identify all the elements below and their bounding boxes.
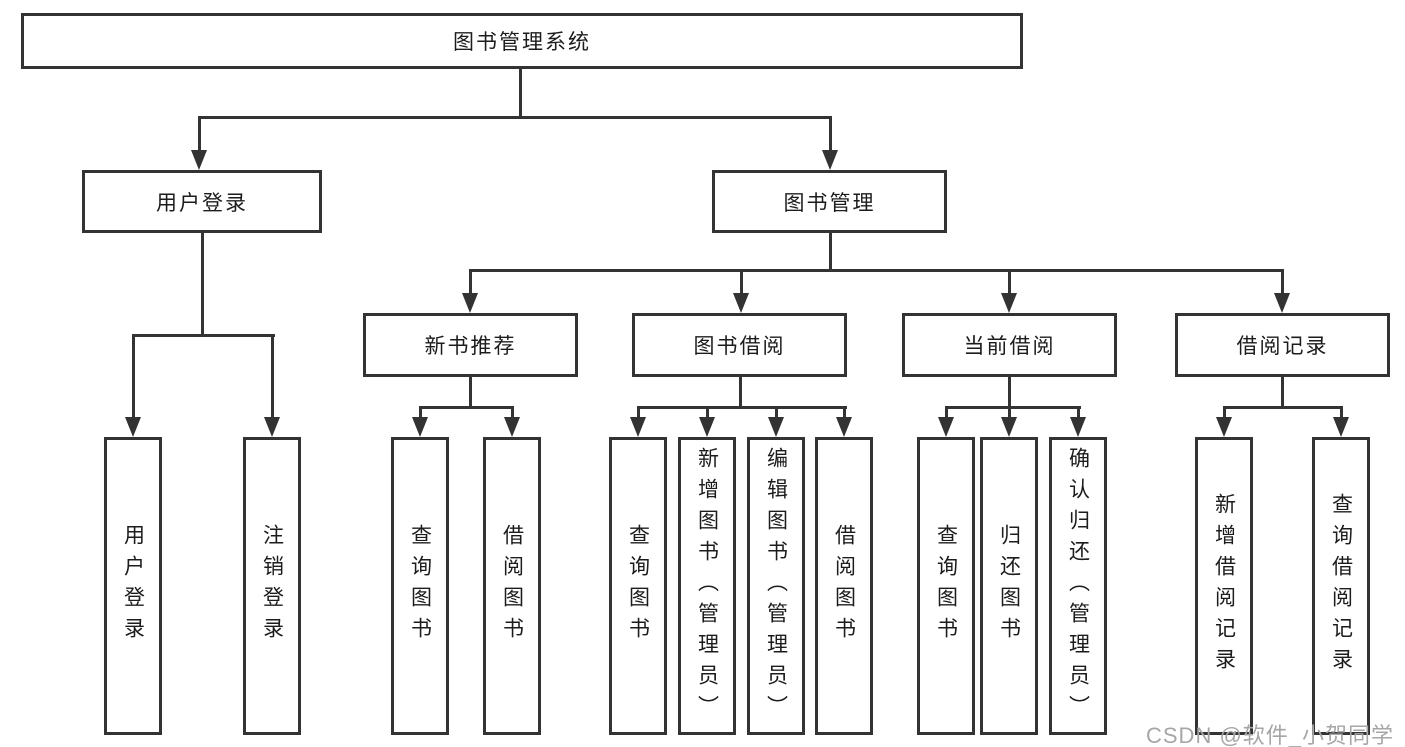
node-book-borrow-label: 图书借阅 [693,335,786,358]
arrowhead-book-management [822,150,838,170]
node-borrow-records-label: 借阅记录 [1236,335,1329,358]
node-user-login: 用户登录 [82,170,322,233]
node-current-borrow: 当前借阅 [902,313,1117,377]
node-new-book-recommend: 新书推荐 [363,313,578,377]
leaf-add-books-admin: 新增图书（管理员） [678,437,736,735]
connector-drop-confirm-return-admin [1076,407,1080,419]
arrowhead-user-login [191,150,207,170]
connector-borrow-records-bus [1222,405,1343,409]
node-root-label: 图书管理系统 [453,31,591,54]
leaf-borrow-books-label: 借阅图书 [832,524,856,648]
arrowhead-book-borrow [733,293,749,313]
connector-drop-book-borrow [739,270,743,295]
connector-drop-leaf-user-login [131,335,135,419]
leaf-query-books-recommend-label: 查询图书 [408,524,432,648]
leaf-borrow-books-recommend-label: 借阅图书 [500,524,524,648]
arrowhead-add-borrow-record [1216,417,1232,437]
connector-drop-user-login [197,117,201,154]
node-new-book-recommend-label: 新书推荐 [424,335,517,358]
connector-new-book-recommend-bus [418,405,514,409]
connector-drop-query-borrow-record [1339,407,1343,419]
leaf-user-login-label: 用户登录 [121,524,145,648]
leaf-query-borrow-record: 查询借阅记录 [1312,437,1370,735]
connector-root-stem [518,69,522,117]
leaf-query-books-recommend: 查询图书 [391,437,449,735]
connector-drop-edit-books-admin [774,407,778,419]
connector-current-borrow-stem [1007,377,1011,408]
leaf-return-books: 归还图书 [980,437,1038,735]
connector-borrow-records-stem [1280,377,1284,408]
arrowhead-query-borrow-record [1333,417,1349,437]
connector-drop-borrow-books [842,407,846,419]
connector-drop-current-borrow [1007,270,1011,295]
connector-book-borrow-stem [738,377,742,408]
connector-root-bus [197,115,832,119]
connector-drop-borrow-records [1280,270,1284,295]
leaf-confirm-return-admin-label: 确认归还（管理员） [1066,446,1090,726]
arrowhead-confirm-return-admin [1070,417,1086,437]
leaf-borrow-books-recommend: 借阅图书 [483,437,541,735]
node-user-login-label: 用户登录 [156,191,248,215]
leaf-return-books-label: 归还图书 [997,524,1021,648]
node-root: 图书管理系统 [21,13,1023,69]
connector-current-borrow-bus [944,405,1081,409]
node-borrow-records: 借阅记录 [1175,313,1390,377]
csdn-watermark: CSDN @软件_小贺同学 [1146,723,1395,747]
node-book-management: 图书管理 [712,170,947,233]
leaf-user-login: 用户登录 [104,437,162,735]
connector-drop-return-books [1007,407,1011,419]
connector-drop-query-books-recommend [418,407,422,419]
connector-book-management-stem [828,233,832,271]
leaf-query-books-current: 查询图书 [917,437,975,735]
connector-book-borrow-bus [636,405,847,409]
connector-drop-new-book-recommend [468,270,472,295]
arrowhead-leaf-user-login [125,417,141,437]
leaf-confirm-return-admin: 确认归还（管理员） [1049,437,1107,735]
connector-book-management-bus [468,268,1284,272]
arrowhead-add-books-admin [699,417,715,437]
leaf-borrow-books: 借阅图书 [815,437,873,735]
leaf-edit-books-admin: 编辑图书（管理员） [747,437,805,735]
arrowhead-query-books-borrow [630,417,646,437]
arrowhead-borrow-books [836,417,852,437]
leaf-query-books-borrow-label: 查询图书 [626,524,650,648]
leaf-edit-books-admin-label: 编辑图书（管理员） [764,446,788,726]
arrowhead-current-borrow [1001,293,1017,313]
arrowhead-new-book-recommend [462,293,478,313]
node-current-borrow-label: 当前借阅 [963,335,1056,358]
connector-drop-query-books-borrow [636,407,640,419]
arrowhead-edit-books-admin [768,417,784,437]
connector-drop-add-books-admin [705,407,709,419]
leaf-logout-label: 注销登录 [260,524,284,648]
connector-user-login-stem [200,233,204,336]
node-book-borrow: 图书借阅 [632,313,847,377]
leaf-logout: 注销登录 [243,437,301,735]
connector-new-book-recommend-stem [468,377,472,408]
leaf-add-books-admin-label: 新增图书（管理员） [695,446,719,726]
arrowhead-leaf-logout [264,417,280,437]
connector-user-login-bus [131,333,275,337]
leaf-query-borrow-record-label: 查询借阅记录 [1329,493,1353,679]
node-book-management-label: 图书管理 [783,191,876,215]
connector-drop-book-management [828,117,832,154]
leaf-add-borrow-record-label: 新增借阅记录 [1212,493,1236,679]
connector-drop-borrow-books-recommend [510,407,514,419]
connector-drop-query-books-current [944,407,948,419]
arrowhead-borrow-books-recommend [504,417,520,437]
leaf-query-books-borrow: 查询图书 [609,437,667,735]
connector-drop-leaf-logout [270,335,274,419]
leaf-add-borrow-record: 新增借阅记录 [1195,437,1253,735]
leaf-query-books-current-label: 查询图书 [934,524,958,648]
arrowhead-query-books-recommend [412,417,428,437]
arrowhead-query-books-current [938,417,954,437]
connector-drop-add-borrow-record [1222,407,1226,419]
arrowhead-borrow-records [1274,293,1290,313]
arrowhead-return-books [1001,417,1017,437]
